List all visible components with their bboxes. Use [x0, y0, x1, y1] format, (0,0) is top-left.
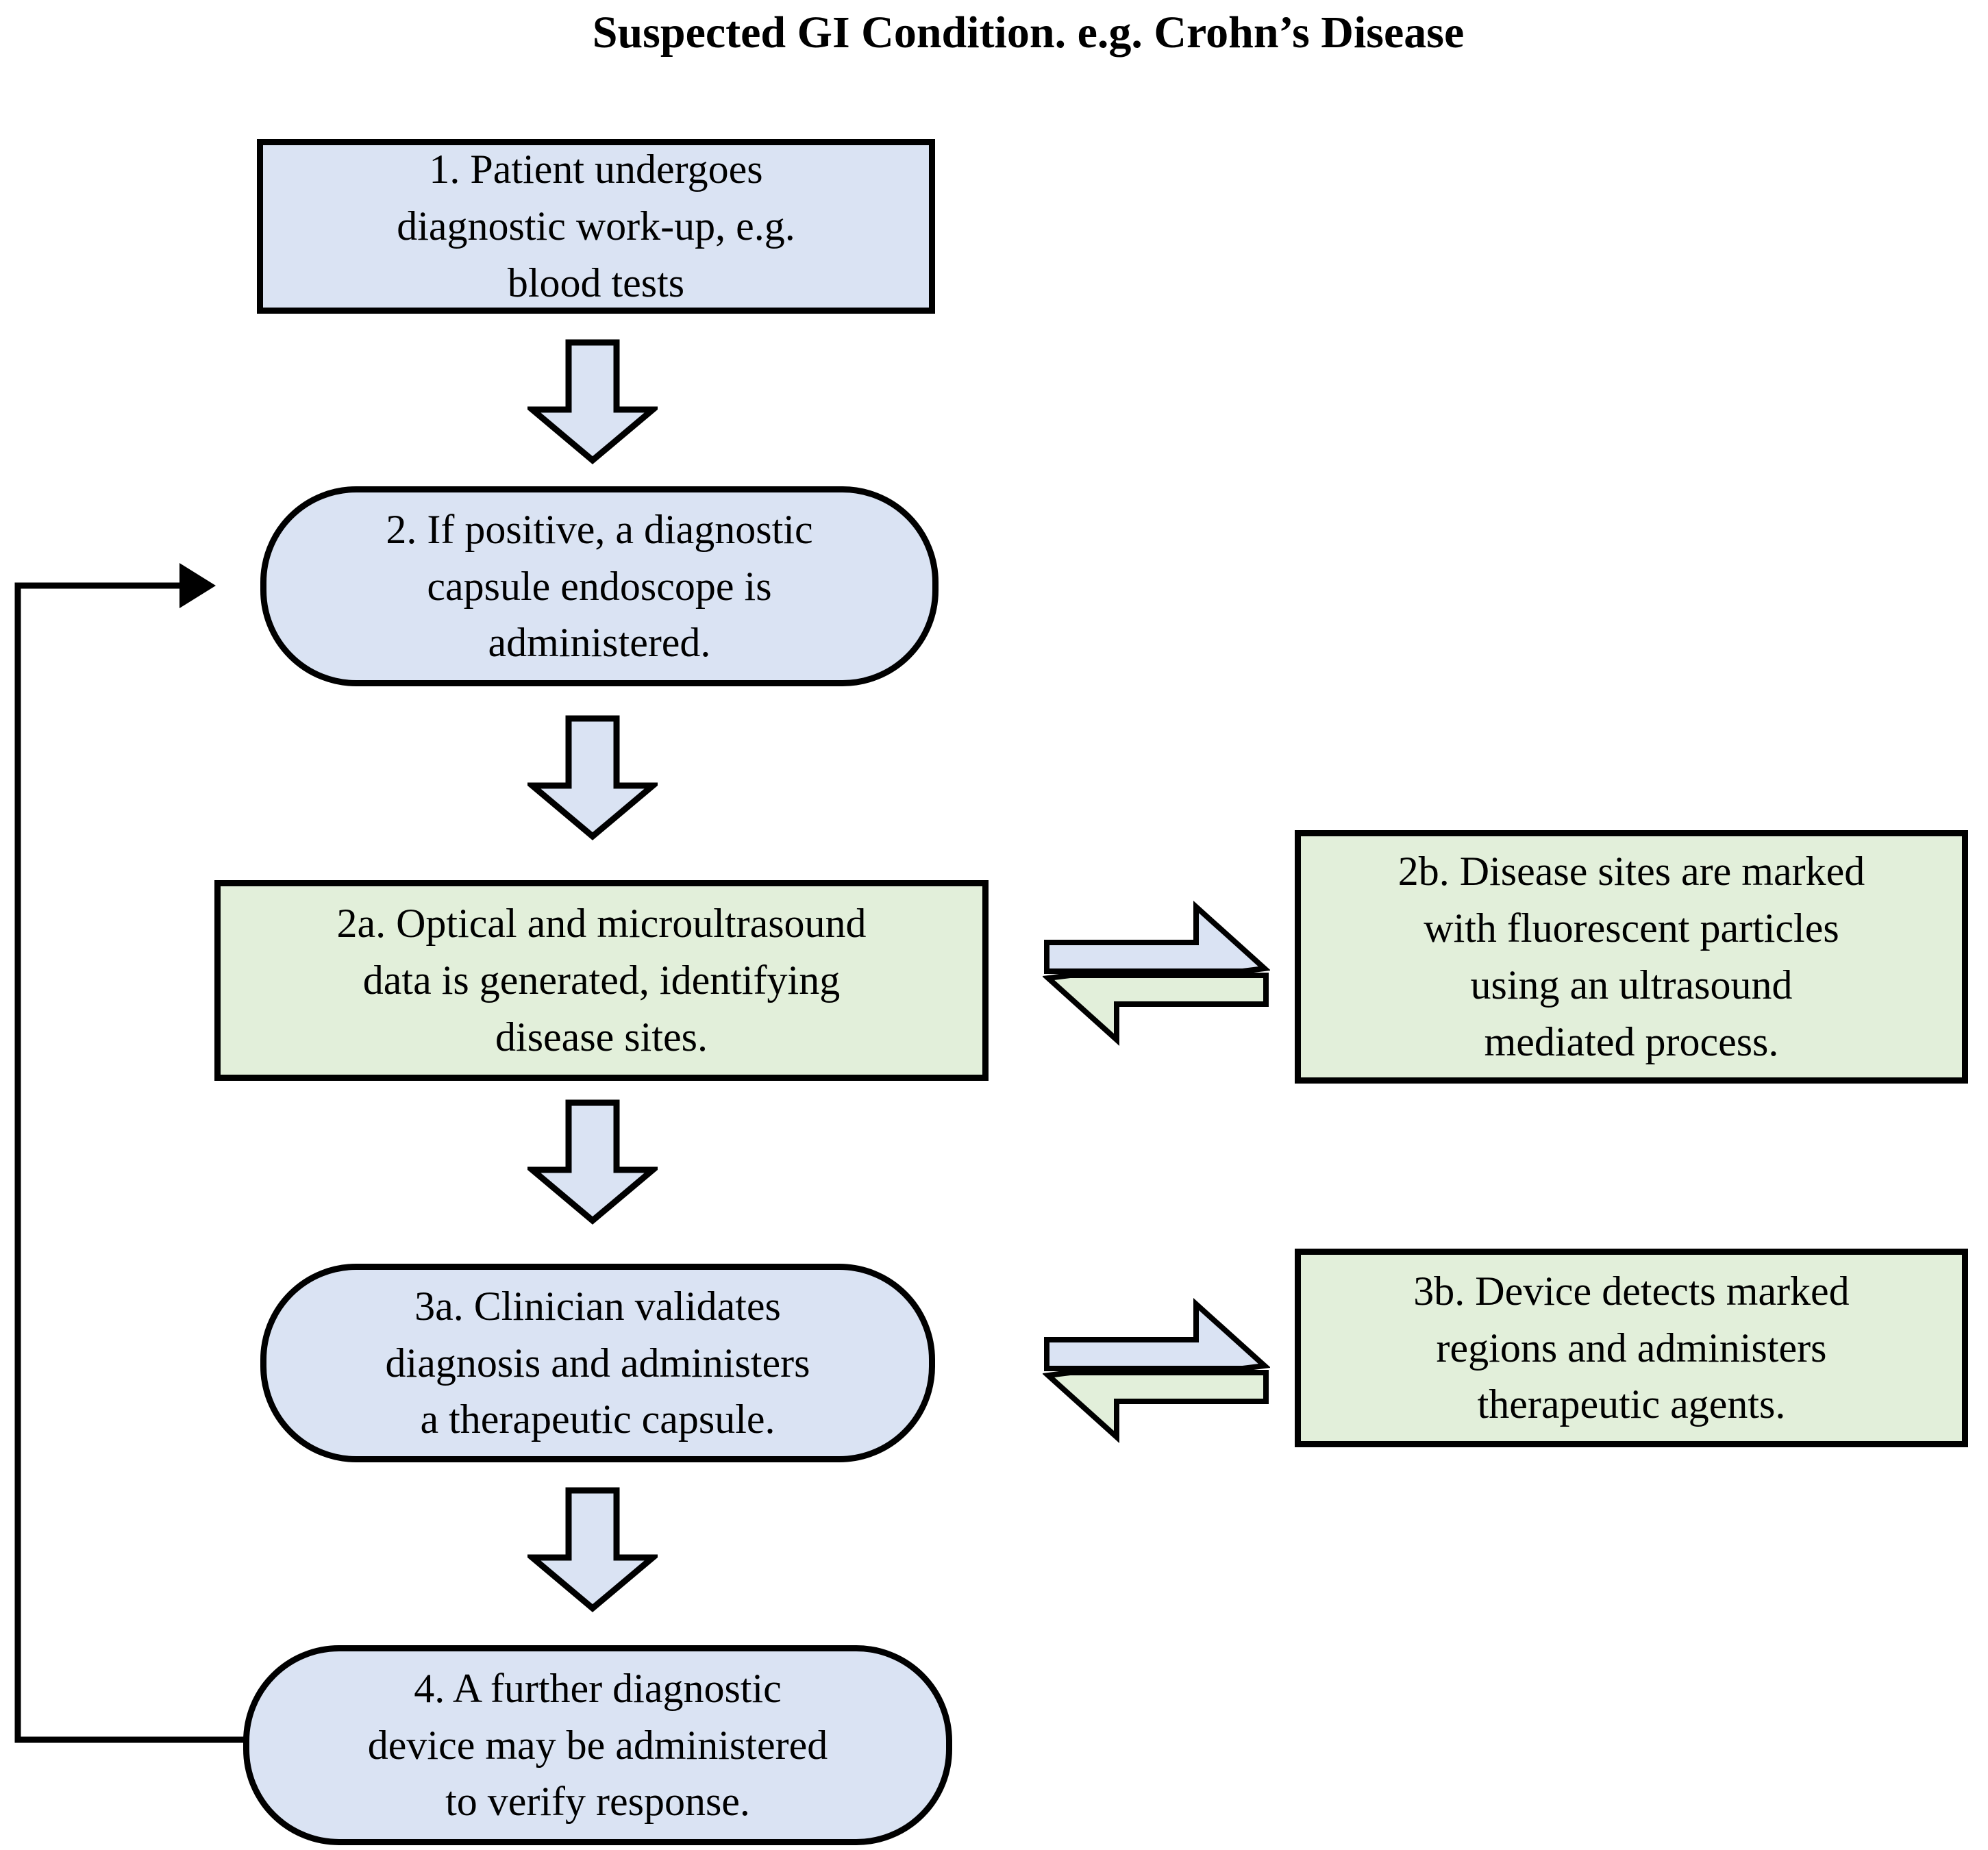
node-4-label: 4. A further diagnostic device may be ad…: [367, 1665, 828, 1825]
node-2b-sites-marked: 2b. Disease sites are marked with fluore…: [1295, 830, 1968, 1084]
node-2-label: 2. If positive, a diagnostic capsule end…: [386, 506, 813, 666]
node-4-verify-response: 4. A further diagnostic device may be ad…: [243, 1645, 952, 1845]
block-down-arrow-icon: [527, 1099, 658, 1225]
node-3a-clinician-validates: 3a. Clinician validates diagnosis and ad…: [260, 1264, 935, 1462]
swap-arrows-icon: [1043, 901, 1270, 1046]
node-1-patient-workup: 1. Patient undergoes diagnostic work-up,…: [257, 139, 935, 314]
block-down-arrow-icon: [527, 715, 658, 840]
node-3b-device-detects: 3b. Device detects marked regions and ad…: [1295, 1249, 1968, 1447]
node-2b-label: 2b. Disease sites are marked with fluore…: [1397, 849, 1865, 1064]
page-title: Suspected GI Condition. e.g. Crohn’s Dis…: [592, 8, 1465, 58]
node-2a-label: 2a. Optical and microultrasound data is …: [336, 901, 867, 1060]
node-2a-data-generated: 2a. Optical and microultrasound data is …: [214, 880, 989, 1081]
node-3b-label: 3b. Device detects marked regions and ad…: [1413, 1268, 1850, 1427]
block-down-arrow-icon: [527, 339, 658, 464]
block-down-arrow-icon: [527, 1487, 658, 1612]
swap-arrows-icon: [1043, 1298, 1270, 1443]
node-3a-label: 3a. Clinician validates diagnosis and ad…: [385, 1283, 810, 1442]
node-2-capsule-administered: 2. If positive, a diagnostic capsule end…: [260, 486, 939, 686]
node-1-label: 1. Patient undergoes diagnostic work-up,…: [397, 147, 795, 305]
